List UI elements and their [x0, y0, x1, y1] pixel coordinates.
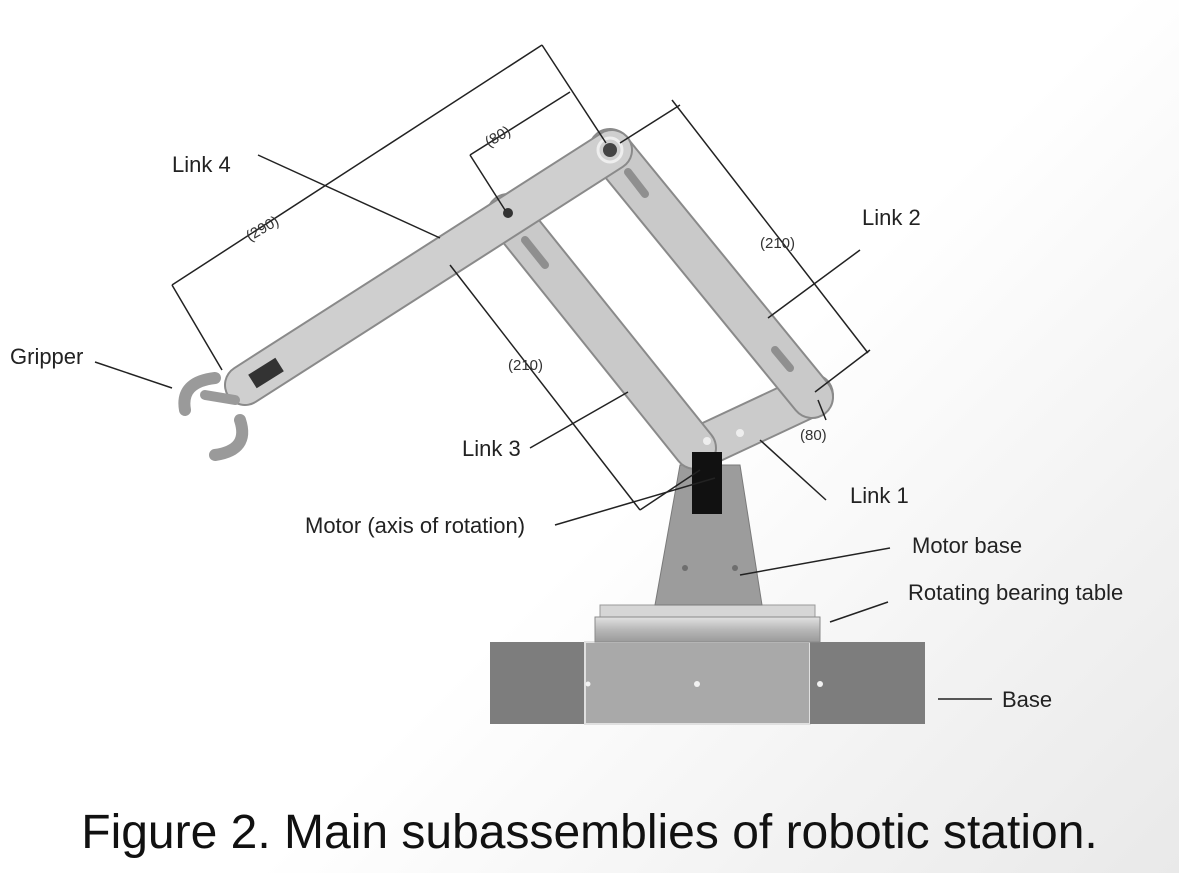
link-2-shape [588, 128, 834, 419]
label-gripper: Gripper [10, 344, 83, 369]
rotating-bearing-table [594, 604, 821, 643]
dim-210-right: (210) [760, 235, 795, 252]
link-4-shape [224, 129, 633, 406]
motor-base [654, 464, 763, 606]
dim-80-bottom: (80) [800, 427, 827, 444]
leader-lines [94, 154, 992, 700]
robot-arm-diagram: Link 4 Link 2 Gripper Link 3 Link 1 Moto… [10, 44, 1123, 725]
label-motor-base: Motor base [912, 533, 1022, 558]
label-link-3: Link 3 [462, 436, 521, 461]
dimension-lines [171, 44, 871, 511]
label-base: Base [1002, 687, 1052, 712]
link-3-shape [486, 193, 717, 470]
label-bearing-table: Rotating bearing table [908, 580, 1123, 605]
label-motor: Motor (axis of rotation) [305, 513, 525, 538]
dim-210-left: (210) [508, 357, 543, 374]
dim-80-top: (80) [482, 123, 514, 151]
figure-caption: Figure 2. Main subassemblies of robotic … [81, 806, 1098, 859]
label-link-1: Link 1 [850, 483, 909, 508]
gripper-shape [178, 372, 249, 461]
label-link-4: Link 4 [172, 152, 231, 177]
label-link-2: Link 2 [862, 205, 921, 230]
base [490, 641, 925, 725]
dim-290: (290) [243, 213, 282, 245]
